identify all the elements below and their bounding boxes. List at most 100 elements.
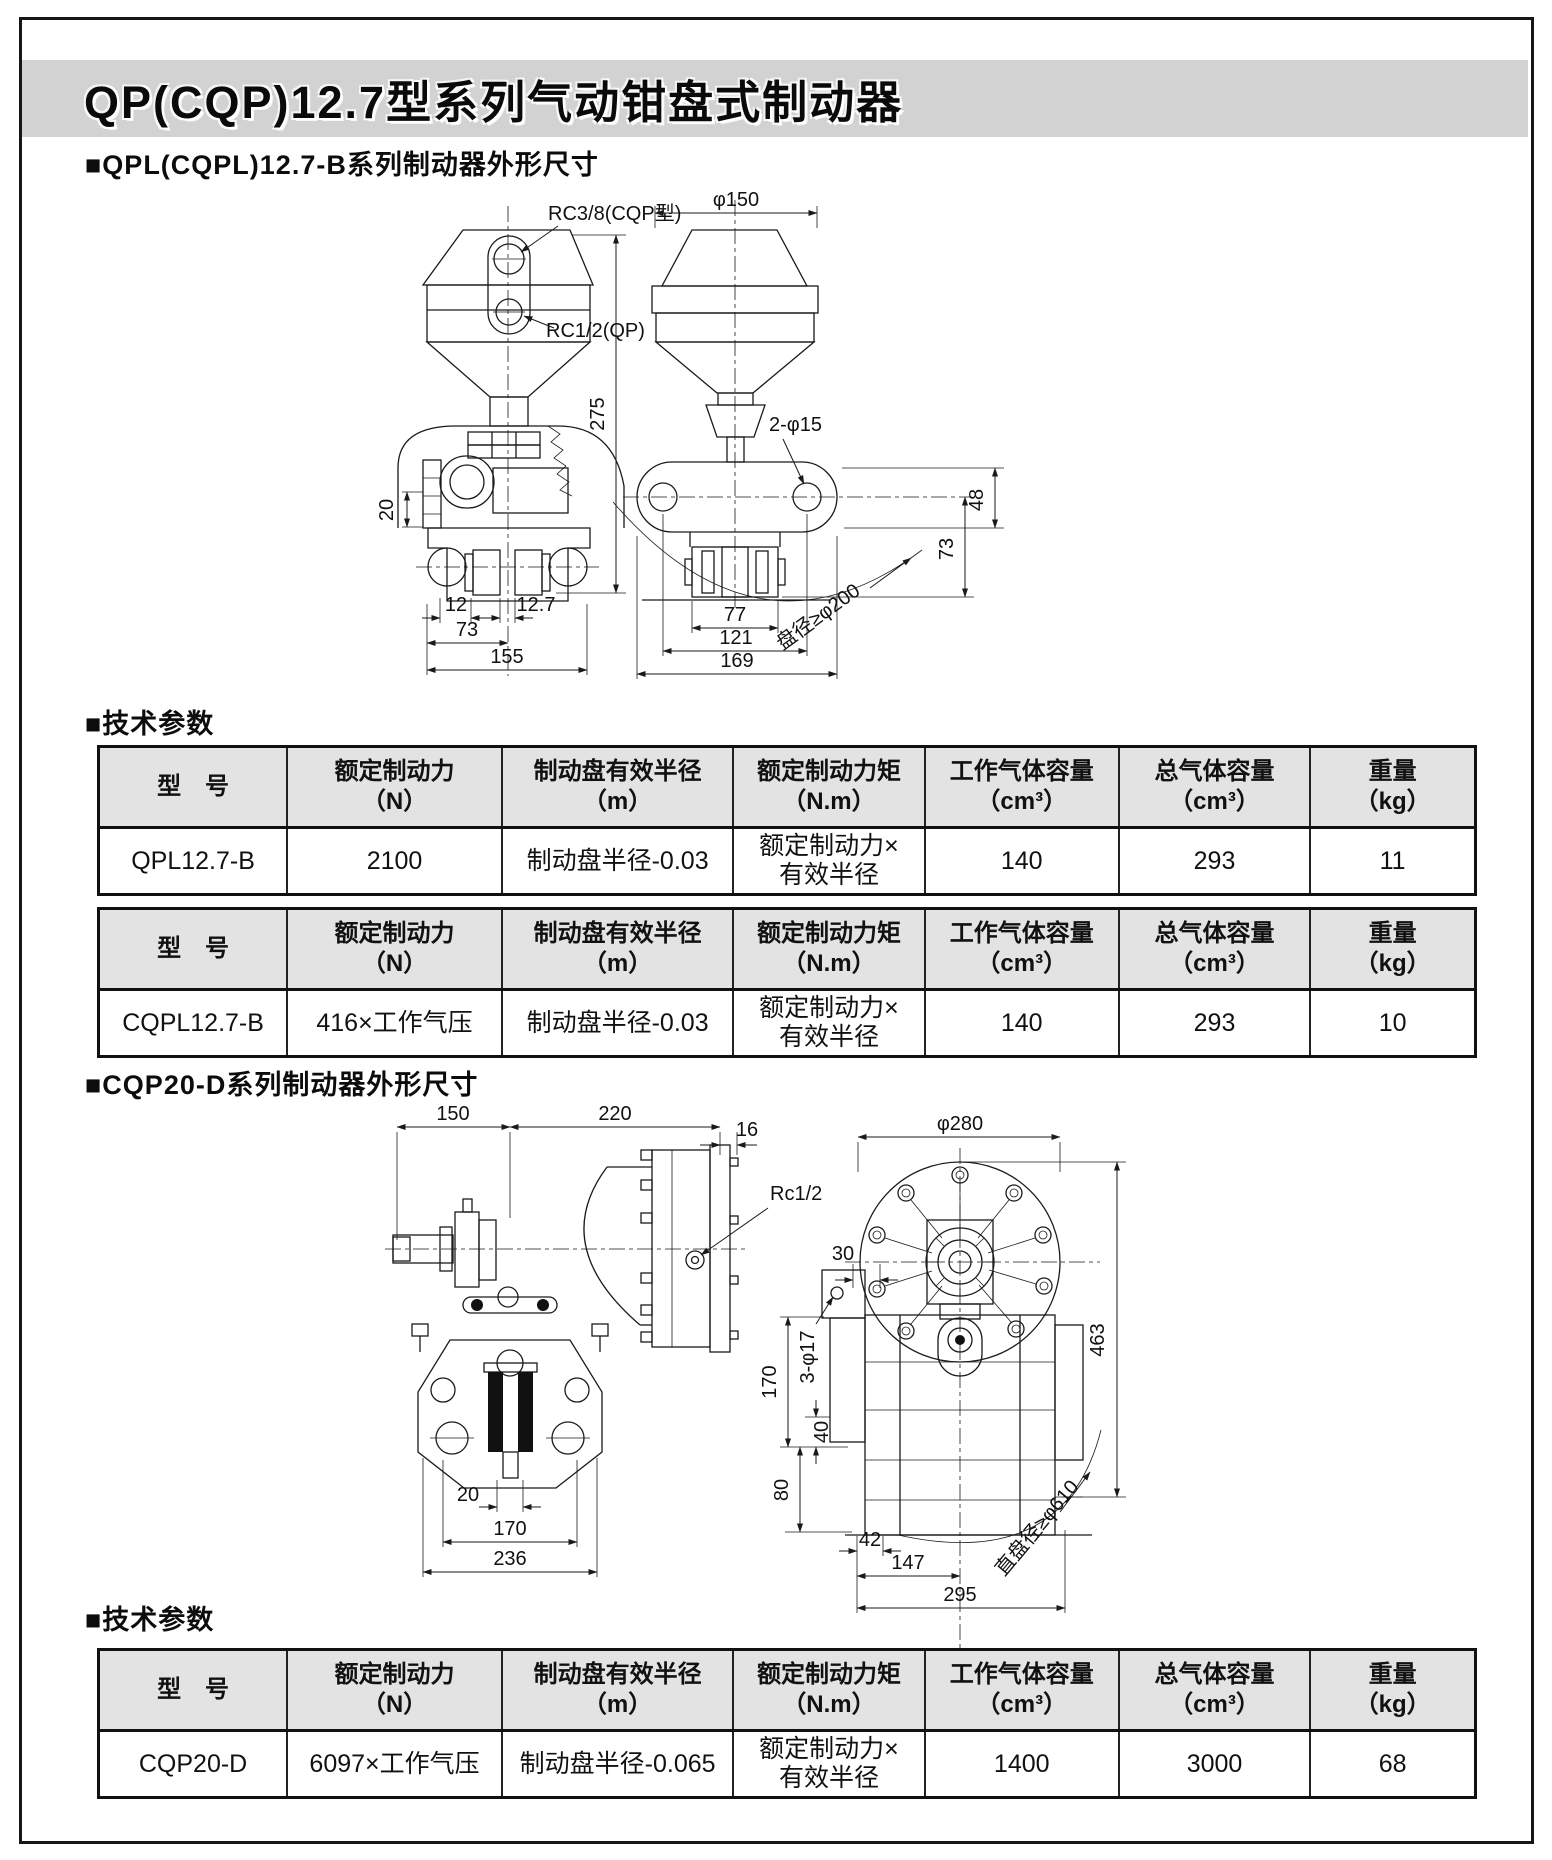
cell-torque: 额定制动力× 有效半径: [732, 826, 926, 896]
port-label-rc12: RC1/2(QP): [546, 320, 645, 342]
cqp20d-side-dimensions: 150 220 16 Rc1/2 20 170 236: [396, 1103, 822, 1577]
cell-radius: 制动盘半径-0.03: [500, 988, 735, 1058]
col-header-radius: 制动盘有效半径 （m）: [500, 1648, 735, 1732]
cell-radius: 制动盘半径-0.03: [500, 826, 735, 896]
spec-table-qpl127b: 型 号 额定制动力 （N） 制动盘有效半径 （m） 额定制动力矩 （N.m） 工…: [97, 745, 1477, 896]
dimension-drawing-qpl127b: 20 275 12 12.7 73 155 RC3/8(CQP型) RC1/2(…: [310, 160, 1010, 695]
dim-label-220: 220: [598, 1103, 631, 1125]
dim-label-170-vert: 170: [759, 1365, 781, 1398]
dim-label-30: 30: [832, 1243, 854, 1265]
dim-label-236: 236: [493, 1548, 526, 1570]
cell-working-volume: 140: [923, 826, 1120, 896]
dim-label-48: 48: [966, 489, 988, 511]
spec-table-cqpl127b: 型 号 额定制动力 （N） 制动盘有效半径 （m） 额定制动力矩 （N.m） 工…: [97, 907, 1477, 1058]
col-header-torque: 额定制动力矩 （N.m）: [732, 1648, 926, 1732]
col-header-force: 额定制动力 （N）: [286, 745, 503, 829]
dim-label-12: 12: [445, 594, 467, 616]
dim-label-169: 169: [720, 650, 753, 672]
dim-label-80: 80: [771, 1479, 793, 1501]
section2-heading: ■CQP20-D系列制动器外形尺寸: [85, 1070, 479, 1100]
col-header-torque: 额定制动力矩 （N.m）: [732, 907, 926, 991]
dim-label-150: 150: [436, 1103, 469, 1125]
params1-heading: ■技术参数: [85, 709, 215, 739]
col-header-model: 型 号: [97, 907, 289, 991]
col-header-weight: 重量 （kg）: [1309, 1648, 1477, 1732]
cell-weight: 10: [1309, 988, 1477, 1058]
dim-label-275: 275: [587, 397, 609, 430]
qpl-front-dimensions: φ150 2-φ15 48 73 77 121 169 盘径≥φ200: [636, 189, 1004, 679]
cell-total-volume: 293: [1117, 826, 1312, 896]
section1-heading: ■QPL(CQPL)12.7-B系列制动器外形尺寸: [85, 150, 599, 180]
spec-table-cqp20d: 型 号 额定制动力 （N） 制动盘有效半径 （m） 额定制动力矩 （N.m） 工…: [97, 1648, 1477, 1799]
dim-label-73-left: 73: [456, 619, 478, 641]
cqp20d-drawing-svg: 150 220 16 Rc1/2 20 170 236: [385, 1103, 1126, 1648]
flange-bolts: [868, 1166, 1053, 1340]
dim-label-170-bottom: 170: [493, 1518, 526, 1540]
col-header-model: 型 号: [97, 745, 289, 829]
cell-force: 6097×工作气压: [286, 1729, 503, 1799]
col-header-working-volume: 工作气体容量 （cm³）: [923, 907, 1120, 991]
cell-working-volume: 140: [923, 988, 1120, 1058]
cqp20d-side-view: [385, 1144, 745, 1489]
cell-working-volume: 1400: [923, 1729, 1120, 1799]
dim-label-42: 42: [859, 1529, 881, 1551]
cell-torque: 额定制动力× 有效半径: [732, 1729, 926, 1799]
title-bar: QP(CQP)12.7型系列气动钳盘式制动器: [22, 60, 1528, 137]
dim-label-20: 20: [457, 1484, 479, 1506]
col-header-total-volume: 总气体容量 （cm³）: [1117, 907, 1312, 991]
port-label-rc12: Rc1/2: [770, 1183, 822, 1205]
col-header-force: 额定制动力 （N）: [286, 1648, 503, 1732]
col-header-total-volume: 总气体容量 （cm³）: [1117, 1648, 1312, 1732]
col-header-working-volume: 工作气体容量 （cm³）: [923, 1648, 1120, 1732]
dim-label-295: 295: [943, 1584, 976, 1606]
dim-label-20: 20: [376, 499, 398, 521]
qpl127b-drawing-svg: 20 275 12 12.7 73 155 RC3/8(CQP型) RC1/2(…: [376, 189, 1004, 679]
dim-label-147: 147: [891, 1552, 924, 1574]
disc-note-610: 直盘径≥φ610: [991, 1475, 1084, 1580]
dim-label-73-right: 73: [936, 538, 958, 560]
page-frame: [19, 17, 1534, 1844]
cell-weight: 68: [1309, 1729, 1477, 1799]
disc-note-200: 盘径≥φ200: [772, 579, 864, 655]
cqp20d-front-view: [821, 1148, 1102, 1648]
col-header-weight: 重量 （kg）: [1309, 745, 1477, 829]
table-header-row: 型 号 额定制动力 （N） 制动盘有效半径 （m） 额定制动力矩 （N.m） 工…: [97, 1648, 1477, 1732]
dim-label-77: 77: [724, 604, 746, 626]
col-header-weight: 重量 （kg）: [1309, 907, 1477, 991]
col-header-working-volume: 工作气体容量 （cm³）: [923, 745, 1120, 829]
dim-label-463: 463: [1087, 1323, 1109, 1356]
table-header-row: 型 号 额定制动力 （N） 制动盘有效半径 （m） 额定制动力矩 （N.m） 工…: [97, 745, 1477, 829]
params2-heading: ■技术参数: [85, 1605, 215, 1635]
cell-force: 416×工作气压: [286, 988, 503, 1058]
col-header-force: 额定制动力 （N）: [286, 907, 503, 991]
dim-label-phi280: φ280: [937, 1113, 983, 1135]
cell-torque: 额定制动力× 有效半径: [732, 988, 926, 1058]
dim-label-121: 121: [719, 627, 752, 649]
col-header-torque: 额定制动力矩 （N.m）: [732, 745, 926, 829]
page-title: QP(CQP)12.7型系列气动钳盘式制动器: [84, 77, 904, 128]
table-header-row: 型 号 额定制动力 （N） 制动盘有效半径 （m） 额定制动力矩 （N.m） 工…: [97, 907, 1477, 991]
dim-label-3phi17: 3-φ17: [797, 1331, 819, 1384]
qpl-front-view: [612, 200, 972, 610]
cell-model: QPL12.7-B: [97, 826, 289, 896]
cell-weight: 11: [1309, 826, 1477, 896]
col-header-model: 型 号: [97, 1648, 289, 1732]
cell-force: 2100: [286, 826, 503, 896]
dim-label-phi150: φ150: [713, 189, 759, 211]
dim-label-2phi15: 2-φ15: [769, 414, 822, 436]
dim-label-40: 40: [811, 1421, 833, 1443]
dim-label-16: 16: [736, 1119, 758, 1141]
col-header-radius: 制动盘有效半径 （m）: [500, 745, 735, 829]
table-row: CQPL12.7-B 416×工作气压 制动盘半径-0.03 额定制动力× 有效…: [97, 988, 1477, 1058]
qpl-side-dimensions: 20 275 12 12.7 73 155 RC3/8(CQP型) RC1/2(…: [376, 202, 681, 675]
dimension-drawing-cqp20d: 150 220 16 Rc1/2 20 170 236: [300, 1100, 1140, 1680]
dim-label-12-7: 12.7: [517, 594, 556, 616]
cell-total-volume: 3000: [1117, 1729, 1312, 1799]
cell-total-volume: 293: [1117, 988, 1312, 1058]
dim-label-155: 155: [490, 646, 523, 668]
qpl-side-view: [397, 206, 625, 676]
cell-model: CQPL12.7-B: [97, 988, 289, 1058]
col-header-total-volume: 总气体容量 （cm³）: [1117, 745, 1312, 829]
cell-radius: 制动盘半径-0.065: [500, 1729, 735, 1799]
port-label-rc38: RC3/8(CQP型): [548, 202, 681, 225]
